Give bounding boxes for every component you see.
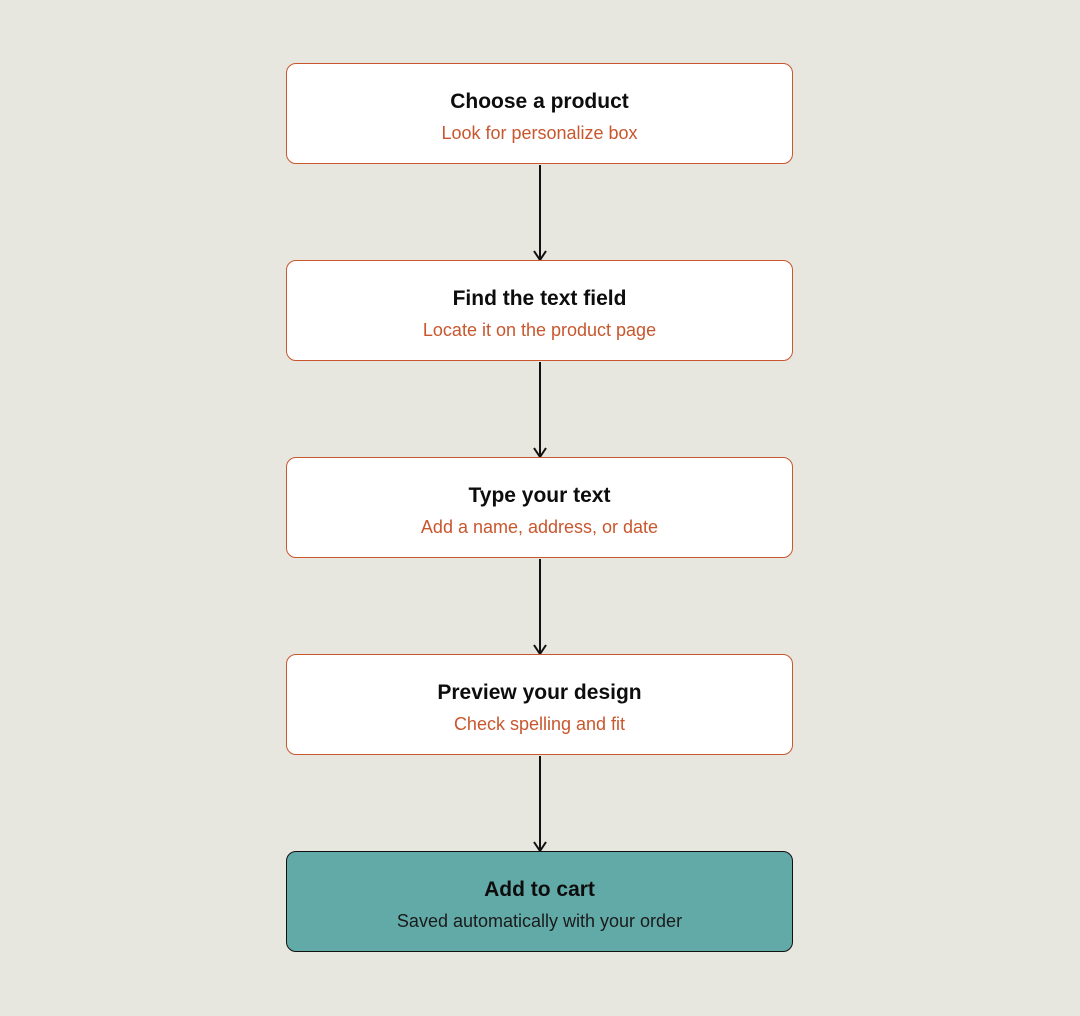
step-type-text: Type your text Add a name, address, or d… (286, 457, 793, 558)
step-subtitle: Look for personalize box (441, 123, 638, 143)
step-title: Find the text field (452, 287, 627, 310)
step-subtitle: Add a name, address, or date (420, 517, 659, 537)
step-title: Preview your design (437, 681, 642, 704)
step-add-to-cart: Add to cart Saved automatically with you… (286, 851, 793, 952)
step-subtitle: Check spelling and fit (453, 714, 626, 734)
arrowhead-3-to-4 (533, 644, 547, 656)
step-choose-product: Choose a product Look for personalize bo… (286, 63, 793, 164)
step-subtitle: Saved automatically with your order (396, 911, 683, 931)
step-title: Add to cart (484, 878, 595, 901)
step-find-text-field: Find the text field Locate it on the pro… (286, 260, 793, 361)
step-title: Type your text (468, 484, 611, 507)
step-preview-design: Preview your design Check spelling and f… (286, 654, 793, 755)
step-subtitle: Locate it on the product page (422, 320, 657, 340)
arrowhead-2-to-3 (533, 447, 547, 459)
step-title: Choose a product (450, 90, 629, 113)
arrowhead-1-to-2 (533, 250, 547, 262)
arrowhead-4-to-5 (533, 841, 547, 853)
